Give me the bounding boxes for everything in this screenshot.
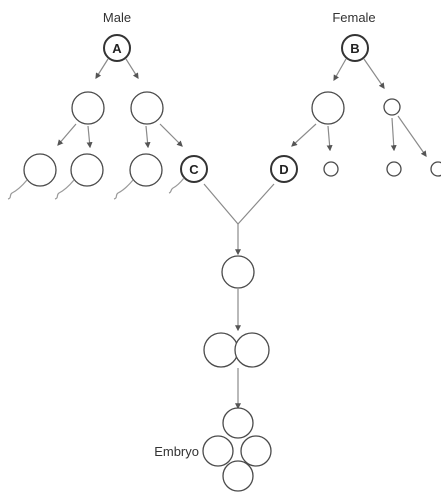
development-path: Embryo	[154, 183, 275, 492]
node-a-label: A	[112, 41, 122, 56]
polar-body	[430, 161, 441, 177]
link-f2-left	[390, 117, 397, 152]
link-b-left	[333, 58, 347, 82]
link-f2-right	[397, 115, 427, 157]
embryo-label: Embryo	[154, 444, 199, 459]
link-f1-left	[291, 123, 317, 147]
embryo-cell	[240, 435, 272, 467]
polar-body	[386, 161, 402, 177]
link-f1-right	[326, 125, 333, 152]
sperm-cell	[23, 153, 57, 187]
sperm-cell	[70, 153, 104, 187]
node-b-label: B	[350, 41, 359, 56]
node-d-cell	[270, 155, 298, 183]
node-b-cell	[341, 34, 369, 62]
link-b-right	[363, 58, 385, 89]
link-a-right	[125, 58, 139, 80]
male-primary-cell	[71, 91, 105, 125]
sperm-tail	[54, 179, 75, 200]
link-m1-left	[57, 123, 77, 146]
node-d-label: D	[279, 162, 288, 177]
male-heading: Male	[103, 10, 131, 25]
two-cell-stage	[203, 332, 239, 368]
embryo-cell	[222, 460, 254, 492]
female-primary-cell	[311, 91, 345, 125]
embryo-cell	[202, 435, 234, 467]
polar-body	[383, 98, 401, 116]
sperm-tail	[113, 179, 134, 200]
female-heading: Female	[332, 10, 375, 25]
zygote-cell	[221, 255, 255, 289]
node-c-cell	[180, 155, 208, 183]
link-m2-left	[144, 125, 151, 149]
link-a-left	[95, 58, 109, 80]
embryo-cell	[222, 407, 254, 439]
link-m2-right	[159, 123, 183, 147]
link-d-merge	[237, 183, 275, 225]
sperm-tail	[7, 179, 28, 200]
polar-body	[323, 161, 339, 177]
node-a-cell	[103, 34, 131, 62]
link-c-merge	[203, 183, 239, 225]
female-lineage: B D	[270, 34, 441, 183]
two-cell-stage	[234, 332, 270, 368]
node-c-label: C	[189, 162, 199, 177]
link-m1-right	[86, 125, 93, 149]
sperm-tail	[168, 177, 185, 194]
male-lineage: A C	[7, 34, 208, 200]
sperm-cell	[129, 153, 163, 187]
male-primary-cell	[130, 91, 164, 125]
